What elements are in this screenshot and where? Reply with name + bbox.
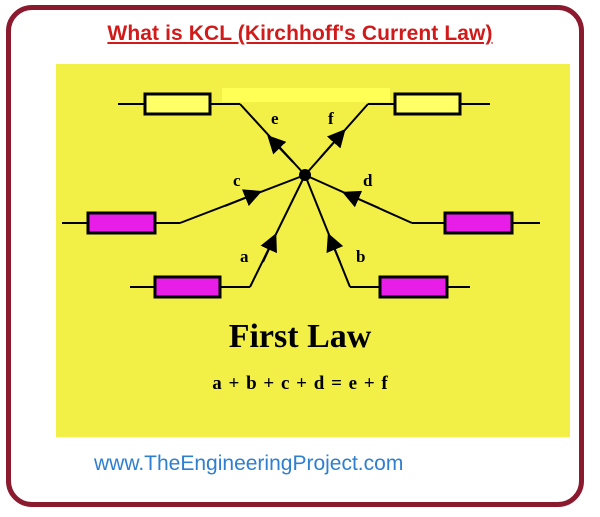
arrow-e bbox=[267, 135, 294, 163]
wire-b bbox=[304, 174, 470, 288]
arrow-c bbox=[224, 189, 263, 207]
arrow-a bbox=[260, 233, 277, 263]
resistor-mid-left bbox=[86, 211, 157, 235]
resistor-bottom-left bbox=[153, 275, 222, 299]
resistor-top-left bbox=[143, 92, 212, 116]
label-c: c bbox=[233, 171, 241, 190]
website-link[interactable]: www.TheEngineeringProject.com bbox=[94, 452, 404, 475]
arrow-b bbox=[326, 233, 344, 263]
highlight-strip bbox=[222, 88, 390, 102]
resistor-mid-right bbox=[443, 211, 514, 235]
resistor-top-right bbox=[393, 92, 462, 116]
page-title: What is KCL (Kirchhoff's Current Law) bbox=[107, 22, 493, 45]
label-e: e bbox=[271, 109, 279, 128]
label-f: f bbox=[328, 109, 334, 128]
label-d: d bbox=[363, 171, 373, 190]
junction-node bbox=[299, 169, 311, 181]
label-a: a bbox=[240, 247, 249, 266]
arrow-d bbox=[342, 190, 380, 209]
kcl-equation: a + b + c + d = e + f bbox=[212, 373, 388, 394]
law-title: First Law bbox=[228, 318, 372, 355]
label-b: b bbox=[356, 247, 365, 266]
arrow-f bbox=[319, 128, 346, 159]
diagram-panel bbox=[56, 64, 570, 437]
resistor-bottom-right bbox=[378, 275, 449, 299]
wire-a bbox=[130, 174, 306, 288]
